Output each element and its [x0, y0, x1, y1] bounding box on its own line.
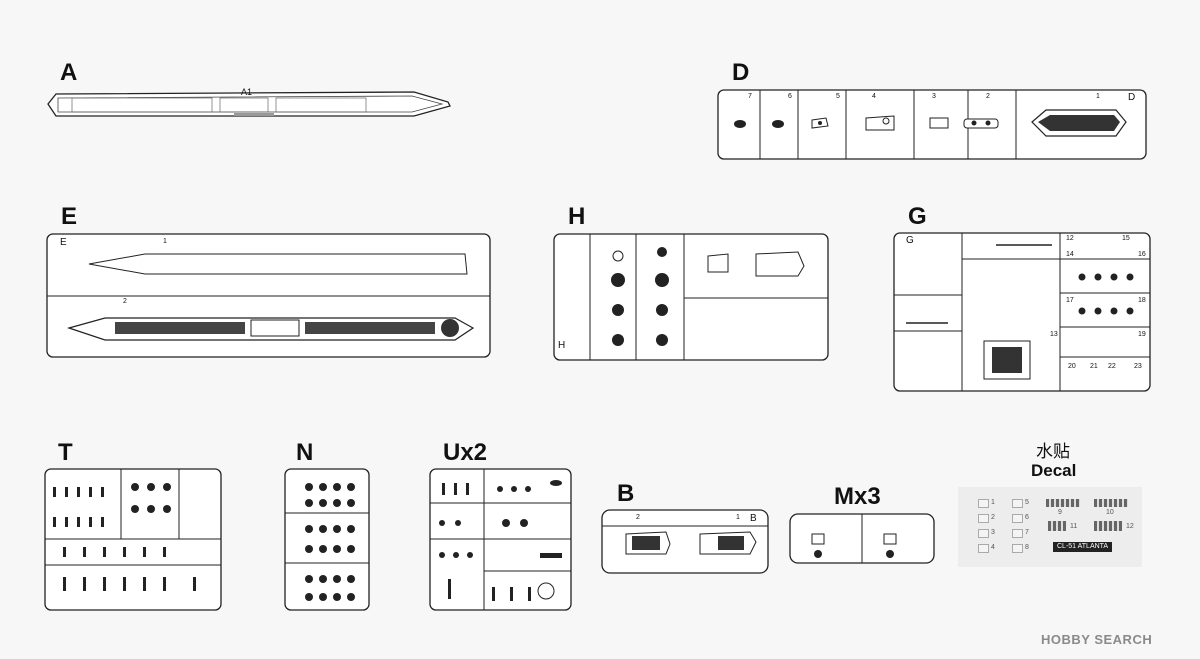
sprue-m — [788, 512, 936, 565]
decal-ship-name-plate: CL-51 ATLANTA — [1053, 542, 1113, 552]
decal-number-3: 3 — [991, 529, 995, 536]
sprue-d: 7 6 5 4 3 2 1 D — [716, 88, 1148, 161]
sprue-n — [283, 467, 371, 612]
sprue-g: G 12 13 14 15 16 17 18 19 20 21 22 23 — [892, 231, 1152, 393]
sprue-m-letter: Mx3 — [834, 483, 881, 510]
sprue-a-hull-drawing — [47, 91, 451, 117]
decal-number-11: 11 — [1070, 523, 1078, 530]
part-g22: 22 — [1108, 363, 1116, 370]
sprue-d-letter: D — [732, 59, 750, 86]
sprue-b-letter: B — [617, 480, 635, 507]
decal-box — [978, 499, 989, 508]
decal-box — [1012, 529, 1023, 538]
part-e2: 2 — [123, 298, 127, 305]
sprue-g-corner-letter: G — [906, 235, 914, 246]
part-g21: 21 — [1090, 363, 1098, 370]
sprue-t — [43, 467, 223, 612]
decal-strip — [1094, 499, 1128, 507]
part-g13: 13 — [1050, 331, 1058, 338]
sprue-h-corner-letter: H — [558, 340, 566, 351]
decal-strip — [1048, 521, 1066, 531]
sprue-u-frame — [429, 468, 572, 611]
decal-sheet: 1 2 3 4 5 6 7 8 9 10 11 12 — [958, 487, 1142, 567]
part-b1: 1 — [736, 514, 740, 521]
sprue-h-letter: H — [568, 203, 586, 230]
decal-number-5: 5 — [1025, 499, 1029, 506]
sprue-h: H — [552, 232, 830, 362]
part-g19: 19 — [1138, 331, 1146, 338]
decal-box — [1012, 544, 1023, 553]
watermark-text: HOBBY SEARCH — [1041, 632, 1153, 647]
part-g18: 18 — [1138, 297, 1146, 304]
sprue-d-frame — [717, 89, 1147, 160]
part-b2: 2 — [636, 514, 640, 521]
sprue-b-frame — [601, 509, 769, 574]
decal-number-7: 7 — [1025, 529, 1029, 536]
sprue-e-corner-letter: E — [60, 237, 67, 248]
decal-number-12: 12 — [1126, 523, 1134, 530]
part-g15: 15 — [1122, 235, 1130, 242]
sprue-u-letter: Ux2 — [443, 439, 488, 466]
part-d3: 3 — [932, 93, 936, 100]
decal-number-6: 6 — [1025, 514, 1029, 521]
decal-strip — [1094, 521, 1122, 531]
sprue-g-letter: G — [908, 203, 927, 230]
part-d7: 7 — [748, 93, 752, 100]
decal-box — [978, 529, 989, 538]
part-g12: 12 — [1066, 235, 1074, 242]
sprue-e-frame — [46, 233, 491, 358]
sprue-u — [428, 467, 573, 612]
part-g14: 14 — [1066, 251, 1074, 258]
part-g17: 17 — [1066, 297, 1074, 304]
part-g23: 23 — [1134, 363, 1142, 370]
sprue-t-frame — [44, 468, 222, 611]
sprue-g-frame — [893, 232, 1151, 392]
part-d6: 6 — [788, 93, 792, 100]
sprue-a: A1 — [44, 86, 454, 122]
sprue-t-letter: T — [58, 439, 73, 466]
sprue-b: 2 1 B — [600, 508, 770, 575]
sprue-b-corner-letter: B — [750, 513, 757, 524]
decal-strip — [1046, 499, 1080, 507]
decal-box — [1012, 514, 1023, 523]
decal-number-4: 4 — [991, 544, 995, 551]
sprue-e-letter: E — [61, 203, 78, 230]
decal-number-8: 8 — [1025, 544, 1029, 551]
decal-number-1: 1 — [991, 499, 995, 506]
sprue-m-frame — [789, 513, 935, 564]
part-d2: 2 — [986, 93, 990, 100]
decal-box — [1012, 499, 1023, 508]
part-g20: 20 — [1068, 363, 1076, 370]
sprue-n-frame — [284, 468, 370, 611]
decal-label-chinese: 水贴 — [1036, 442, 1070, 462]
decal-label-english: Decal — [1031, 461, 1077, 480]
part-e1: 1 — [163, 238, 167, 245]
part-d5: 5 — [836, 93, 840, 100]
part-d1: 1 — [1096, 93, 1100, 100]
sprue-h-frame — [553, 233, 829, 361]
part-d4: 4 — [872, 93, 876, 100]
sprue-a-letter: A — [60, 59, 78, 86]
sprue-e: E 1 2 — [45, 232, 492, 359]
decal-number-10: 10 — [1106, 509, 1114, 516]
part-a1-label: A1 — [241, 87, 253, 97]
decal-box — [978, 544, 989, 553]
sprue-n-letter: N — [296, 439, 314, 466]
decal-number-9: 9 — [1058, 509, 1062, 516]
sprue-d-corner-letter: D — [1128, 92, 1136, 103]
decal-box — [978, 514, 989, 523]
part-g16: 16 — [1138, 251, 1146, 258]
decal-number-2: 2 — [991, 514, 995, 521]
